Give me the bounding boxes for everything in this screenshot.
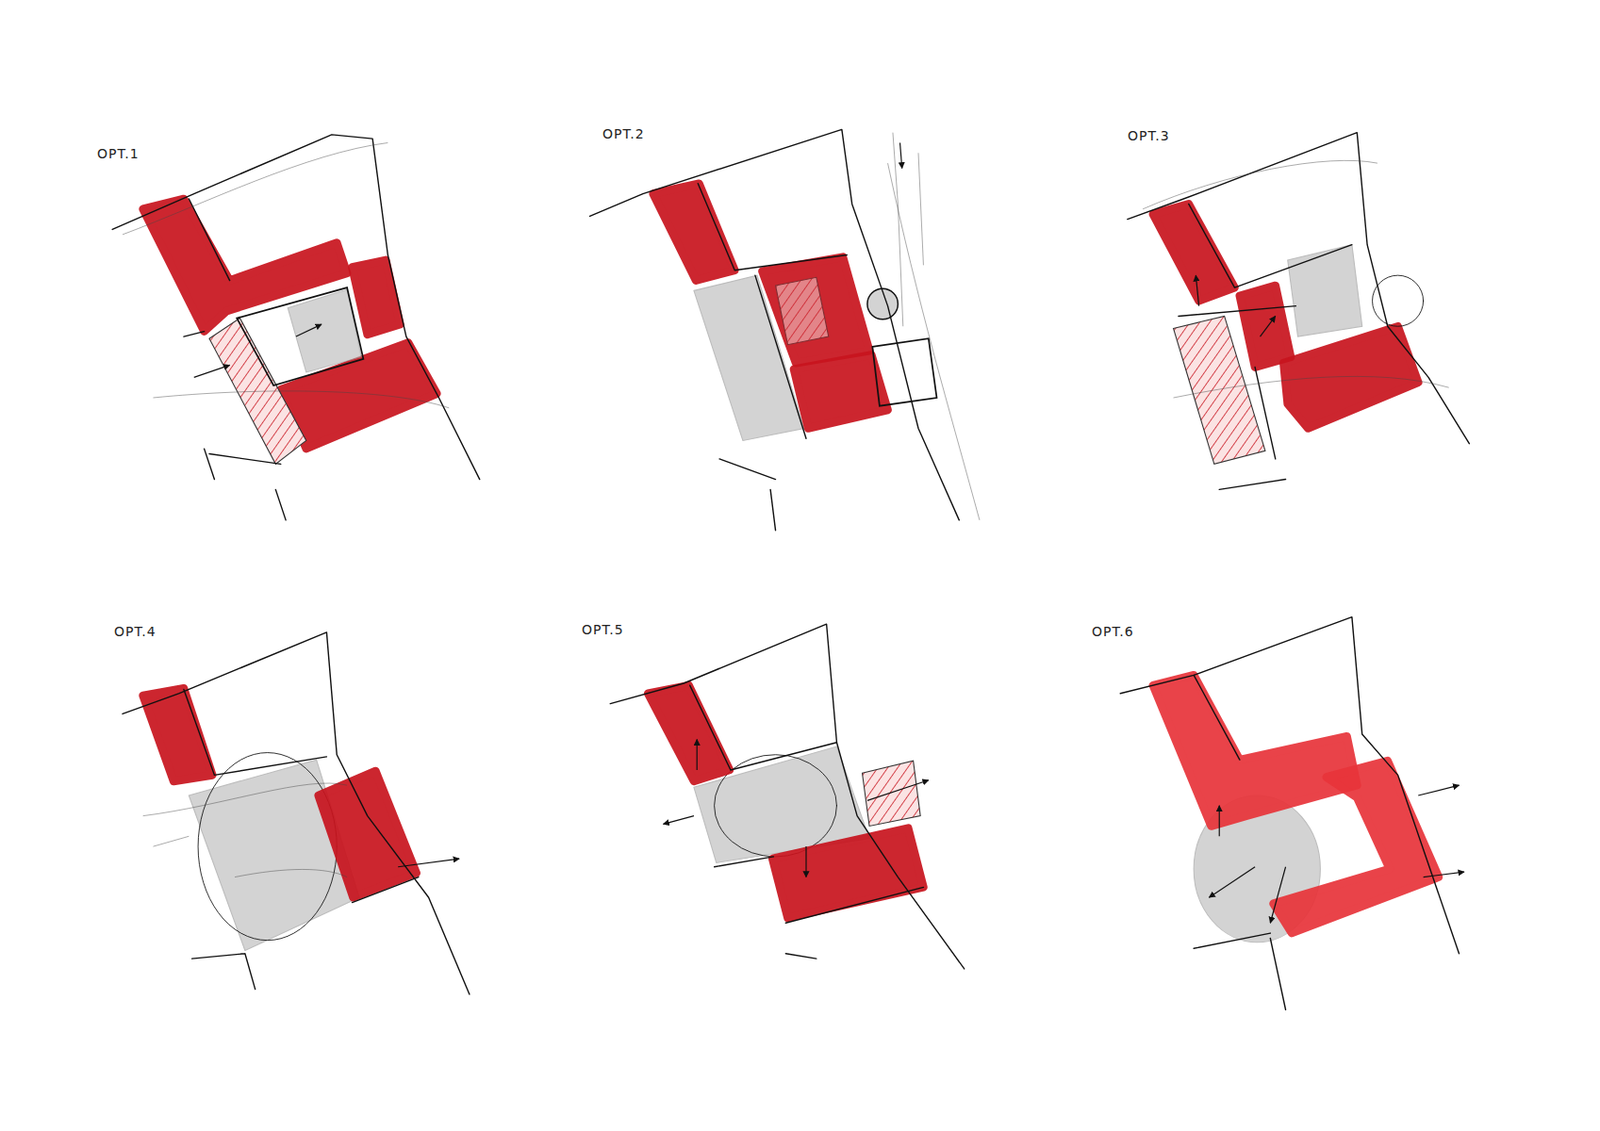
sketch-stroke [1287, 245, 1363, 337]
sketch-stroke [1153, 203, 1236, 301]
sketch-stroke [1418, 785, 1459, 796]
sketch-stroke [1195, 275, 1199, 306]
sketch-stroke [900, 142, 903, 168]
sketch-stroke [397, 858, 460, 868]
sketch-stroke [1142, 160, 1450, 398]
sketch-stroke [867, 780, 929, 802]
sketch-stroke [793, 355, 889, 429]
sketch-stroke [1120, 617, 1459, 955]
sketch-stroke [318, 771, 417, 898]
sketch-stroke [1153, 675, 1357, 826]
option-4-sketch [122, 632, 470, 995]
option-5-sketch [610, 624, 964, 970]
sketch-stroke [236, 287, 363, 386]
sketch-stroke [296, 324, 322, 337]
sketch-stroke [1270, 867, 1286, 924]
sketch-stroke [1127, 132, 1469, 445]
sketch-stroke [663, 816, 694, 825]
sketch-stroke [1219, 806, 1221, 837]
sketch-stroke [888, 132, 980, 521]
sketch-stroke [122, 632, 470, 995]
sketch-stroke [143, 783, 347, 878]
sketch-stroke [610, 624, 964, 970]
sketch-stroke [805, 846, 807, 877]
sketch-stroke [653, 183, 736, 281]
sketch-stroke [1423, 872, 1465, 877]
sketch-stroke [1239, 285, 1291, 368]
sketch-stroke [122, 142, 449, 408]
sketch-stroke [1372, 275, 1424, 327]
sketch-stroke [1208, 867, 1255, 898]
option-label: OPT.2 [602, 126, 645, 142]
sketch-stroke [183, 198, 286, 521]
sketch-stroke [1260, 315, 1276, 337]
option-6-sketch [1120, 617, 1465, 1011]
option-label: OPT.3 [1127, 128, 1171, 144]
sketch-stroke [761, 257, 870, 364]
option-label: OPT.6 [1091, 624, 1135, 640]
sketch-stroke [690, 685, 924, 959]
sketch-stroke [183, 689, 419, 990]
sketch-stroke [1193, 675, 1286, 1010]
sketch-stroke [1283, 326, 1419, 429]
sketch-stroke [862, 760, 922, 826]
sketch-stroke [197, 753, 337, 941]
option-3-sketch [1127, 132, 1469, 491]
sketch-stroke [1273, 760, 1439, 934]
sketch-stroke [772, 828, 924, 919]
sketch-stroke [775, 277, 829, 345]
option-label: OPT.1 [97, 146, 140, 162]
sketch-stroke [697, 183, 847, 531]
option-label: OPT.5 [581, 622, 625, 638]
sketch-stroke [1178, 203, 1353, 490]
sketch-stroke [112, 134, 480, 480]
sketch-stroke [696, 739, 698, 770]
option-2-sketch [590, 129, 980, 530]
sketch-stroke [194, 364, 231, 378]
option-label: OPT.4 [114, 624, 157, 640]
sketch-stroke [647, 685, 730, 782]
sketch-stroke [351, 260, 400, 335]
option-1-sketch [112, 134, 480, 521]
sketch-stroke [590, 129, 960, 520]
